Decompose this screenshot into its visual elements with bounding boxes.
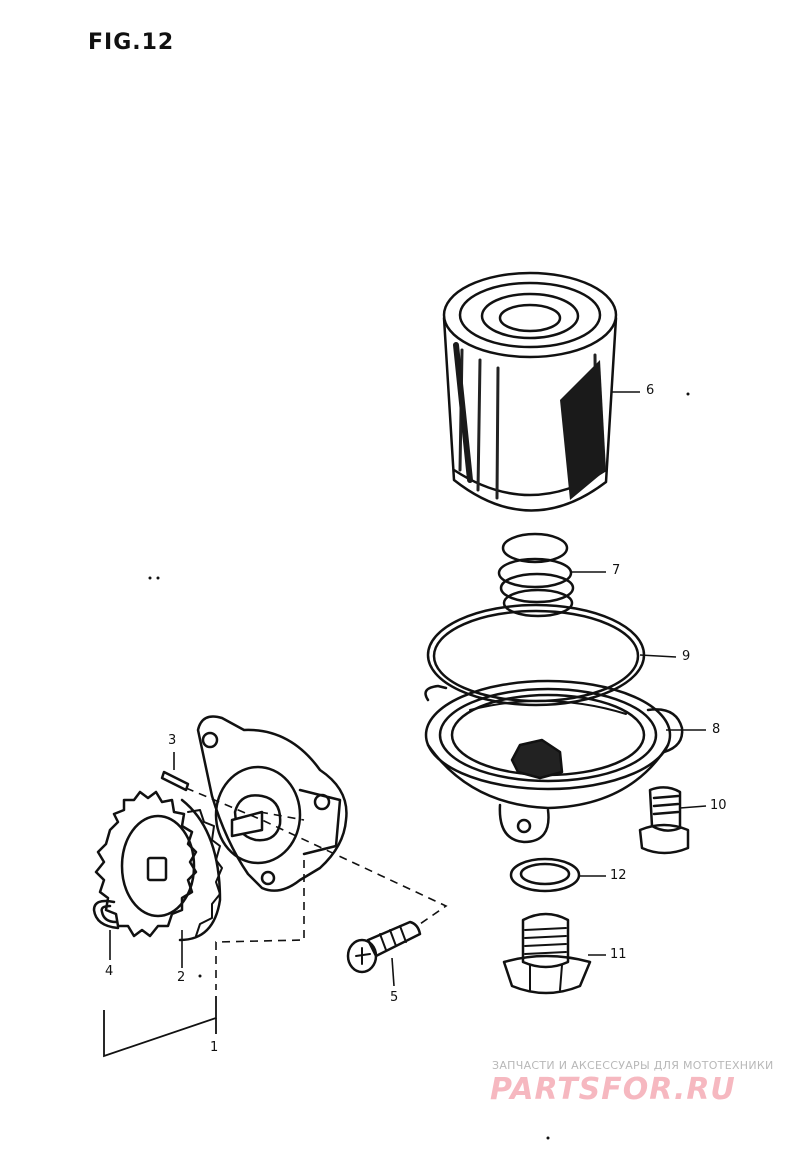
callout-12: 12 [610,868,627,883]
drain-plug-part [502,912,592,995]
circlip-part [92,899,120,930]
callout-2: 2 [177,970,186,985]
watermark-tagline: ЗАПЧАСТИ И АКСЕССУАРЫ ДЛЯ МОТОТЕХНИКИ [492,1059,774,1072]
filter-cap-part [424,679,684,844]
callout-4: 4 [105,964,114,979]
figure-title: FIG.12 [88,30,175,55]
oil-pump-body-part [196,715,348,892]
leader-lines [109,391,707,987]
callout-6: 6 [646,383,655,398]
callout-11: 11 [610,947,627,962]
callout-9: 9 [682,649,691,664]
callout-3: 3 [168,733,177,748]
bolt-10-part [638,786,690,855]
screw-part [346,920,422,974]
callout-1: 1 [210,1040,219,1055]
callout-10: 10 [710,798,727,813]
pin-part [160,770,190,792]
gear-part [94,790,223,942]
callout-8: 8 [712,722,721,737]
stray-marks [148,392,690,1140]
spring-part [497,532,575,618]
washer-12-part [509,857,581,893]
watermark-logo: PARTSFOR.RU [490,1072,736,1107]
callout-7: 7 [612,563,621,578]
callout-5: 5 [390,990,399,1005]
oil-filter-part [442,271,618,512]
assembly-bracket-1 [103,996,217,1058]
assembly-lines [185,787,448,990]
